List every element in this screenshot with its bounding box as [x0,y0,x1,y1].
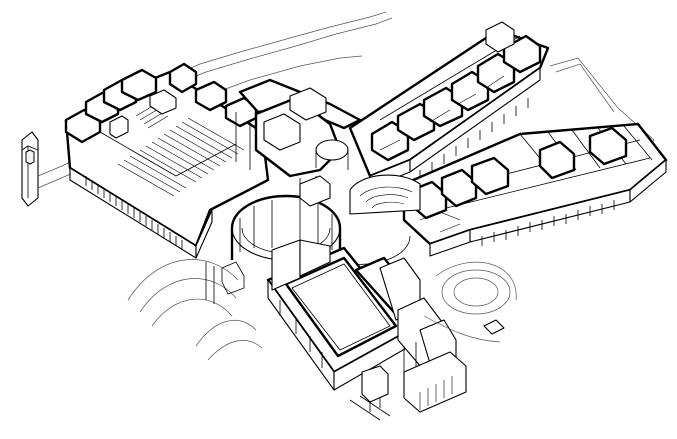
lower-central-block [266,239,457,391]
central-rotunda [230,194,342,262]
church-wing [64,62,270,259]
garden-paths [127,259,517,361]
entrance-gate [349,351,467,421]
lower-right-wing [402,122,668,257]
bell-tower [21,131,89,207]
central-connector [238,78,362,207]
